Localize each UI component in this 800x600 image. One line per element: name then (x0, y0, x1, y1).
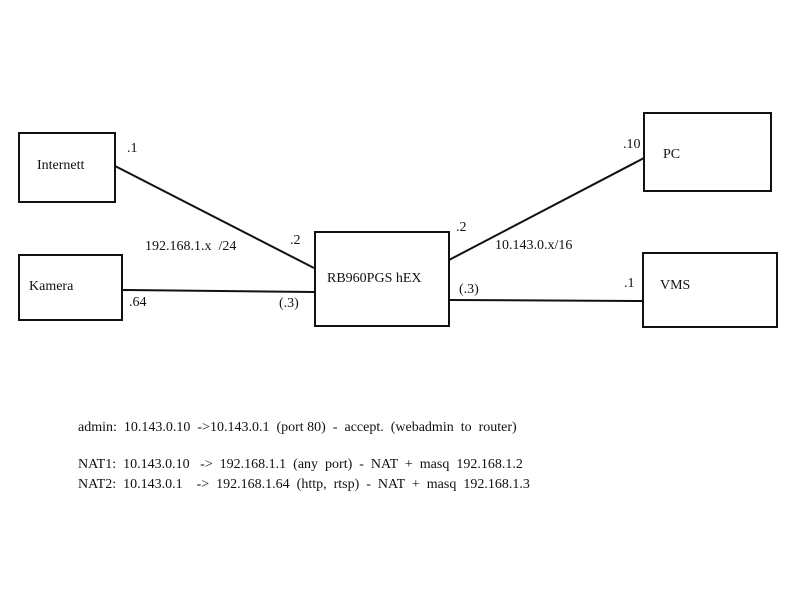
wan-subnet-label: 192.168.1.x /24 (145, 239, 237, 254)
router-lan-nat-ip-label: (.3) (459, 282, 479, 297)
pc-label: PC (663, 147, 681, 162)
vms-ip-label: .1 (624, 276, 635, 291)
kamera-label: Kamera (29, 279, 74, 294)
link-router-pc (448, 157, 645, 261)
router-wan-nat-ip-label: (.3) (279, 296, 299, 311)
router-label: RB960PGS hEX (327, 271, 422, 286)
kamera-node: Kamera (18, 254, 123, 321)
link-internet-router (114, 165, 315, 269)
internet-node: Internett (18, 132, 116, 203)
pc-ip-label: .10 (623, 137, 641, 152)
internet-label: Internett (37, 158, 85, 173)
lan-subnet-label: 10.143.0.x/16 (495, 238, 573, 253)
link-kamera-router (121, 289, 315, 293)
link-router-vms (448, 299, 643, 302)
router-node: RB960PGS hEX (314, 231, 450, 327)
nat2-rule-note: NAT2: 10.143.0.1 -> 192.168.1.64 (http, … (78, 477, 530, 492)
internet-ip-label: .1 (127, 141, 138, 156)
nat1-rule-note: NAT1: 10.143.0.10 -> 192.168.1.1 (any po… (78, 457, 523, 472)
vms-label: VMS (660, 278, 691, 293)
vms-node: VMS (642, 252, 778, 328)
admin-rule-note: admin: 10.143.0.10 ->10.143.0.1 (port 80… (78, 420, 517, 435)
router-lan-ip-label: .2 (456, 220, 467, 235)
router-wan-ip-label: .2 (290, 233, 301, 248)
kamera-ip-label: .64 (129, 295, 147, 310)
pc-node: PC (643, 112, 772, 192)
